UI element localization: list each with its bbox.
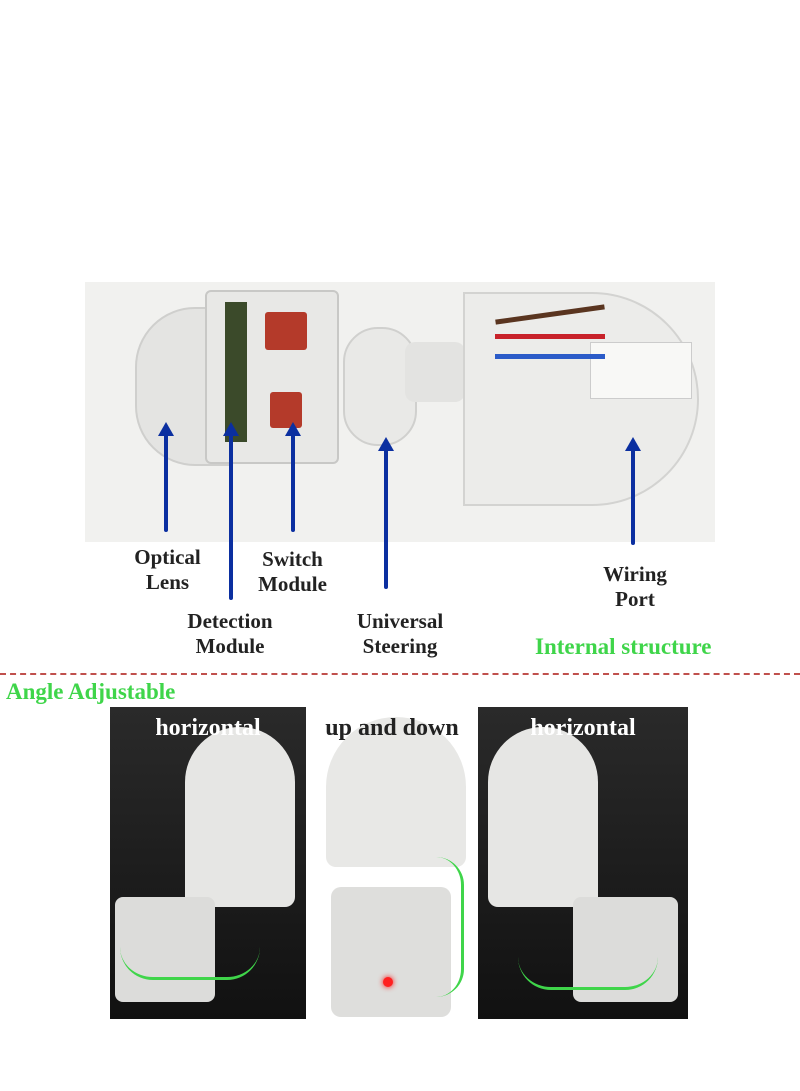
photo-caption: horizontal: [155, 715, 261, 741]
wire-blue: [495, 354, 605, 359]
photo-caption: up and down: [325, 715, 459, 741]
label-line: Lens: [145, 570, 190, 594]
detection-module-board: [225, 302, 247, 442]
detection-module-arrow: [223, 422, 239, 600]
green-arrow-icon: [436, 857, 464, 997]
label-line: Steering: [362, 634, 438, 658]
sensor-base-plate: [488, 727, 598, 907]
internal-structure-photo: [85, 282, 715, 542]
green-arrow-icon: [518, 957, 658, 990]
section-divider: [0, 673, 800, 675]
optical-lens-arrow: [158, 422, 174, 532]
angle-adjustable-title: Angle Adjustable: [6, 679, 176, 704]
photo-horizontal-left: horizontal: [110, 707, 306, 1019]
label-line: Module: [195, 634, 265, 658]
label-line: Detection: [187, 609, 273, 633]
terminal-block: [590, 342, 692, 399]
sensor-head: [331, 887, 451, 1017]
green-arrow-icon: [120, 947, 260, 980]
label-line: Module: [258, 572, 327, 596]
universal-steering-arrow: [378, 437, 394, 589]
internal-structure-title: Internal structure: [535, 634, 712, 659]
switch-module-relay: [265, 312, 307, 350]
label-line: Optical: [134, 545, 201, 569]
label-line: Wiring: [603, 562, 667, 586]
photo-caption: horizontal: [530, 715, 636, 741]
switch-module-arrow: [285, 422, 301, 532]
sensor-base-plate: [185, 727, 295, 907]
label-line: Universal: [356, 609, 444, 633]
wiring-base-plate: [463, 292, 699, 506]
steering-arm: [405, 342, 465, 402]
red-led: [383, 977, 393, 987]
wire-red: [495, 334, 605, 339]
universal-steering-joint: [343, 327, 417, 446]
photo-up-and-down: up and down: [306, 707, 478, 1019]
sensor-base-plate: [326, 717, 466, 867]
wiring-port-arrow: [625, 437, 641, 545]
photo-horizontal-right: horizontal: [478, 707, 688, 1019]
label-line: Switch: [262, 547, 323, 571]
label-line: Port: [615, 587, 655, 611]
